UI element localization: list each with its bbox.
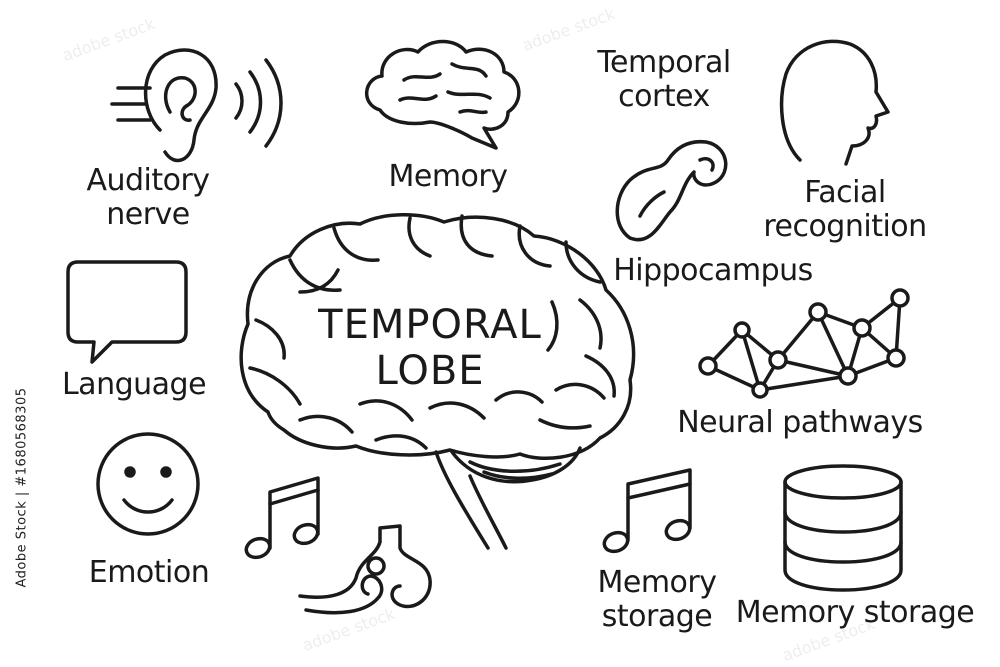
label-facial-recognition: Facial recognition xyxy=(740,176,950,244)
label-line: recognition xyxy=(763,209,927,244)
center-title: TEMPORAL LOBE xyxy=(300,302,560,394)
label-line: cortex xyxy=(618,79,710,114)
label-auditory-nerve: Auditory nerve xyxy=(58,164,238,232)
label-line: Temporal xyxy=(597,45,731,80)
network-icon xyxy=(700,290,908,397)
label-memory: Memory xyxy=(368,160,528,194)
label-neural-pathways: Neural pathways xyxy=(650,406,950,440)
label-line: Neural pathways xyxy=(677,405,923,440)
head-profile-icon xyxy=(782,41,888,164)
brain-icon xyxy=(367,42,519,149)
music-note-icon xyxy=(244,478,321,561)
label-line: Emotion xyxy=(88,555,210,590)
ear-icon xyxy=(112,50,216,160)
label-line: Auditory xyxy=(86,163,210,198)
label-language: Language xyxy=(44,368,224,402)
label-line: nerve xyxy=(106,197,190,232)
hippocampus-icon xyxy=(617,142,725,240)
label-line: storage xyxy=(601,599,713,634)
stock-id-number: 1680568305 xyxy=(14,387,30,476)
label-line: Language xyxy=(61,367,207,402)
cochlea-icon xyxy=(300,526,430,613)
label-line: Facial xyxy=(804,175,886,210)
title-line: LOBE xyxy=(375,348,485,394)
label-hippocampus: Hippocampus xyxy=(598,254,828,288)
database-icon xyxy=(785,466,901,590)
label-memory-storage-1: Memory storage xyxy=(572,566,742,634)
label-emotion: Emotion xyxy=(64,556,234,590)
speech-bubble-icon xyxy=(68,262,186,362)
label-line: Memory xyxy=(597,565,717,600)
music-note-icon-2 xyxy=(602,470,693,555)
label-line: Hippocampus xyxy=(613,253,813,288)
main-brain-outline xyxy=(241,215,633,548)
stock-id: Adobe Stock | #1680568305 xyxy=(15,368,30,588)
sound-waves-icon xyxy=(236,60,281,146)
label-line: Memory storage xyxy=(735,595,975,630)
smiley-icon xyxy=(98,434,198,534)
stock-id-prefix: Adobe Stock | # xyxy=(14,475,30,588)
label-temporal-cortex: Temporal cortex xyxy=(574,46,754,114)
label-memory-storage-2: Memory storage xyxy=(730,596,980,630)
label-line: Memory xyxy=(388,159,508,194)
title-line: TEMPORAL xyxy=(318,302,542,348)
